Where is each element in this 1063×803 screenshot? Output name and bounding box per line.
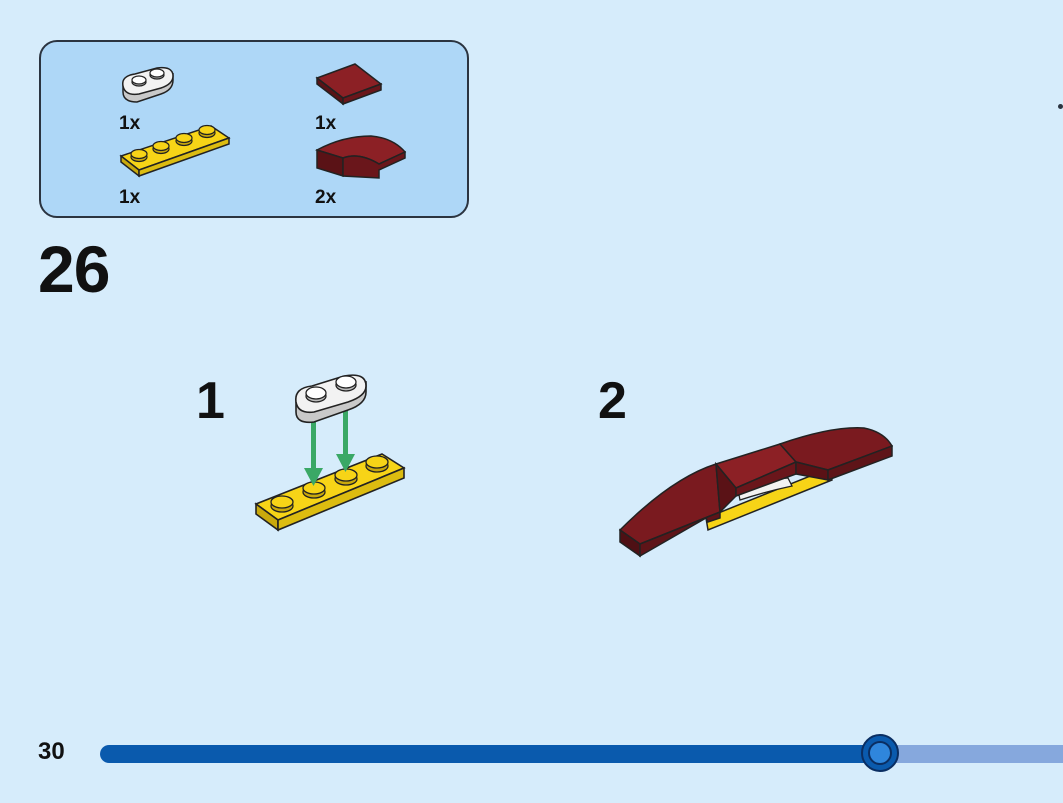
green-arrow: [304, 416, 323, 486]
part-white-plate-1x2: [122, 66, 174, 103]
progress-bar: [100, 745, 1063, 763]
progress-bar-fill: [100, 745, 890, 763]
part-quantity: 2x: [315, 187, 337, 208]
white-plate-1x2: [295, 374, 367, 424]
yellow-plate-1x4: [254, 453, 406, 532]
substep-2-illustration: [618, 427, 894, 558]
substep-number: 1: [196, 372, 225, 430]
page-number: 30: [38, 738, 65, 765]
dark-red-curved-slope: [778, 427, 894, 482]
dark-red-tile: [714, 443, 798, 514]
edge-mark: [1058, 104, 1063, 109]
part-quantity: 1x: [315, 113, 337, 134]
part-yellow-plate-1x4: [119, 124, 231, 178]
green-arrow: [336, 406, 355, 472]
part-quantity: 1x: [119, 187, 141, 208]
part-dark-red-curved-slope: [315, 135, 407, 179]
dark-red-curved-slope: [618, 462, 721, 558]
substep-number: 2: [598, 372, 627, 430]
part-quantity: 1x: [119, 113, 141, 134]
parts-list-callout: 1x 1x 1x 2x: [39, 40, 469, 218]
substep-1-illustration: [254, 374, 406, 532]
step-number: 26: [38, 232, 110, 306]
progress-indicator-knob: [861, 734, 899, 772]
part-dark-red-tile: [315, 63, 383, 106]
